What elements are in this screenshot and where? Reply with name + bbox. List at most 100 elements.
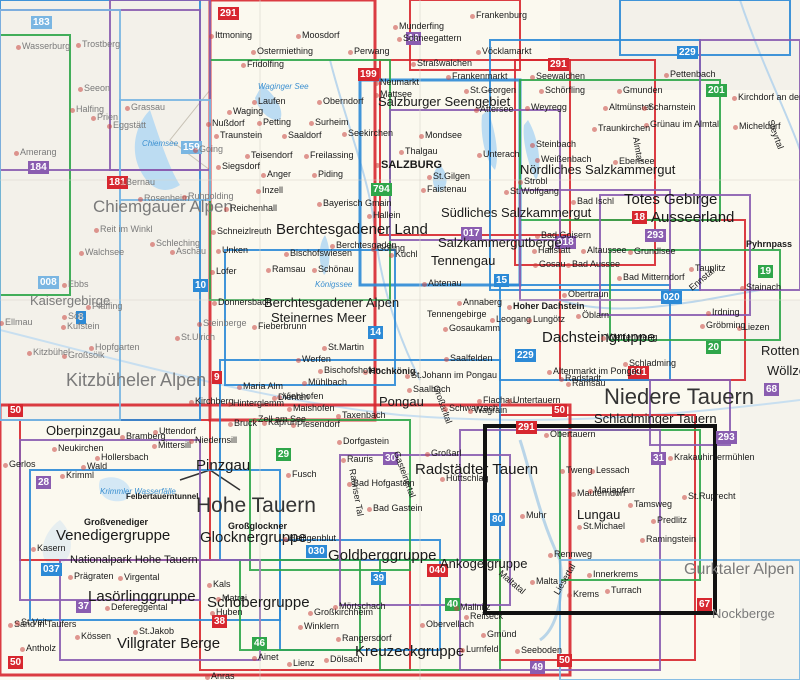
sheet-number-badge[interactable]: 020: [661, 291, 682, 304]
region-label: Gurktaler Alpen: [684, 561, 795, 578]
town-label: Schneegattern: [403, 33, 462, 43]
sheet-number-badge[interactable]: 38: [212, 615, 228, 628]
town-label: Lofer: [216, 266, 237, 276]
town-dot: [282, 134, 287, 139]
sheet-number-badge[interactable]: 37: [76, 600, 92, 613]
sheet-frame[interactable]: [619, 0, 791, 56]
sheet-number-badge[interactable]: 293: [716, 431, 737, 444]
sheet-number-badge[interactable]: 50: [8, 656, 24, 669]
sheet-number-badge[interactable]: 80: [490, 513, 506, 526]
sheet-frame[interactable]: [519, 79, 721, 221]
sheet-frame[interactable]: [599, 194, 751, 316]
sheet-frame[interactable]: [0, 34, 71, 296]
town-dot: [138, 197, 143, 202]
sheet-number-badge[interactable]: 794: [371, 183, 392, 196]
sheet-frame[interactable]: [109, 0, 211, 171]
sheet-number-badge[interactable]: 49: [530, 661, 546, 674]
sheet-frame[interactable]: [514, 59, 656, 266]
sheet-number-badge[interactable]: 037: [41, 563, 62, 576]
town-dot: [477, 399, 482, 404]
sheet-number-badge[interactable]: 8: [76, 311, 86, 324]
sheet-number-badge[interactable]: 031: [628, 366, 649, 379]
sheet-number-badge[interactable]: 293: [645, 229, 666, 242]
town-label: Bad Gastein: [373, 503, 423, 513]
town-label: Reit im Winkl: [100, 224, 153, 234]
sheet-number-badge[interactable]: 199: [358, 68, 379, 81]
sheet-number-badge[interactable]: 16: [406, 32, 422, 45]
sheet-frame[interactable]: [19, 439, 201, 601]
sheet-number-badge[interactable]: 46: [252, 637, 268, 650]
sheet-number-badge[interactable]: 017: [461, 227, 482, 240]
town-dot: [209, 34, 214, 39]
sheet-number-badge[interactable]: 30: [383, 452, 399, 465]
sheet-frame[interactable]: [609, 249, 781, 341]
sheet-number-badge[interactable]: 008: [38, 276, 59, 289]
sheet-number-badge[interactable]: 291: [516, 421, 537, 434]
sheet-frame[interactable]: [119, 99, 211, 201]
town-dot: [133, 630, 138, 635]
sheet-frame[interactable]: [699, 39, 800, 291]
town-dot: [530, 75, 535, 80]
town-label: Going: [199, 144, 224, 154]
town-label: Strobl: [524, 176, 548, 186]
sheet-number-badge[interactable]: 201: [706, 84, 727, 97]
town-dot: [118, 576, 123, 581]
sheet-number-badge[interactable]: 184: [28, 161, 49, 174]
town-dot: [623, 362, 628, 367]
town-label: Micheldorf: [739, 121, 781, 131]
sheet-frame[interactable]: [0, 9, 121, 421]
sheet-frame[interactable]: [249, 419, 411, 571]
town-label: Frankenburg: [476, 10, 528, 20]
sheet-frame[interactable]: [0, 403, 572, 677]
sheet-number-badge[interactable]: 229: [677, 46, 698, 59]
town-dot: [62, 354, 67, 359]
town-dot: [262, 421, 267, 426]
sheet-frame[interactable]: [224, 249, 396, 386]
town-dot: [20, 647, 25, 652]
sheet-number-badge[interactable]: 291: [548, 58, 569, 71]
sheet-number-badge[interactable]: 68: [764, 383, 780, 396]
town-dot: [252, 100, 257, 105]
town-label: Maishofen: [293, 403, 335, 413]
sheet-number-badge[interactable]: 018: [555, 236, 576, 249]
town-dot: [421, 188, 426, 193]
sheet-frame[interactable]: [499, 284, 671, 381]
sheet-number-badge[interactable]: 040: [427, 564, 448, 577]
highlight-frame[interactable]: [483, 424, 717, 615]
sheet-number-badge[interactable]: 50: [552, 404, 568, 417]
sheet-number-badge[interactable]: 030: [306, 545, 327, 558]
town-dot: [252, 656, 257, 661]
sheet-number-badge[interactable]: 10: [193, 279, 209, 292]
town-label: Piesendorf: [297, 419, 341, 429]
town-label: Annaberg: [463, 297, 503, 307]
sheet-frame[interactable]: [559, 559, 800, 680]
sheet-number-badge[interactable]: 183: [31, 16, 52, 29]
sheet-number-badge[interactable]: 19: [758, 265, 774, 278]
town-label: Obervellach: [426, 619, 475, 629]
sheet-number-badge[interactable]: 291: [218, 7, 239, 20]
sheet-number-badge[interactable]: 9: [212, 371, 222, 384]
sheet-number-badge[interactable]: 31: [651, 452, 667, 465]
sheet-number-badge[interactable]: 39: [371, 572, 387, 585]
town-label: Dölsach: [330, 654, 363, 664]
sheet-number-badge[interactable]: 67: [697, 598, 713, 611]
town-dot: [3, 463, 8, 468]
sheet-number-badge[interactable]: 229: [515, 349, 536, 362]
region-label: Dachsteingruppe: [542, 329, 656, 346]
sheet-frame[interactable]: [649, 379, 731, 446]
town-label: Lungötz: [533, 314, 566, 324]
town-label: Muhr: [526, 510, 547, 520]
sheet-number-badge[interactable]: 20: [706, 341, 722, 354]
sheet-number-badge[interactable]: 50: [557, 654, 573, 667]
sheet-number-badge[interactable]: 18: [632, 211, 648, 224]
town-label: Schönau: [318, 264, 354, 274]
sheet-number-badge[interactable]: 15: [494, 274, 510, 287]
sheet-number-badge[interactable]: 14: [368, 326, 384, 339]
sheet-number-badge[interactable]: 28: [36, 476, 52, 489]
sheet-number-badge[interactable]: 29: [276, 448, 292, 461]
region-label: Hohe Tauern: [196, 494, 316, 517]
region-label: Südliches Salzkammergut: [441, 205, 592, 220]
town-label: Rosenheim: [144, 193, 190, 203]
sheet-number-badge[interactable]: 50: [8, 404, 24, 417]
town-dot: [515, 649, 520, 654]
